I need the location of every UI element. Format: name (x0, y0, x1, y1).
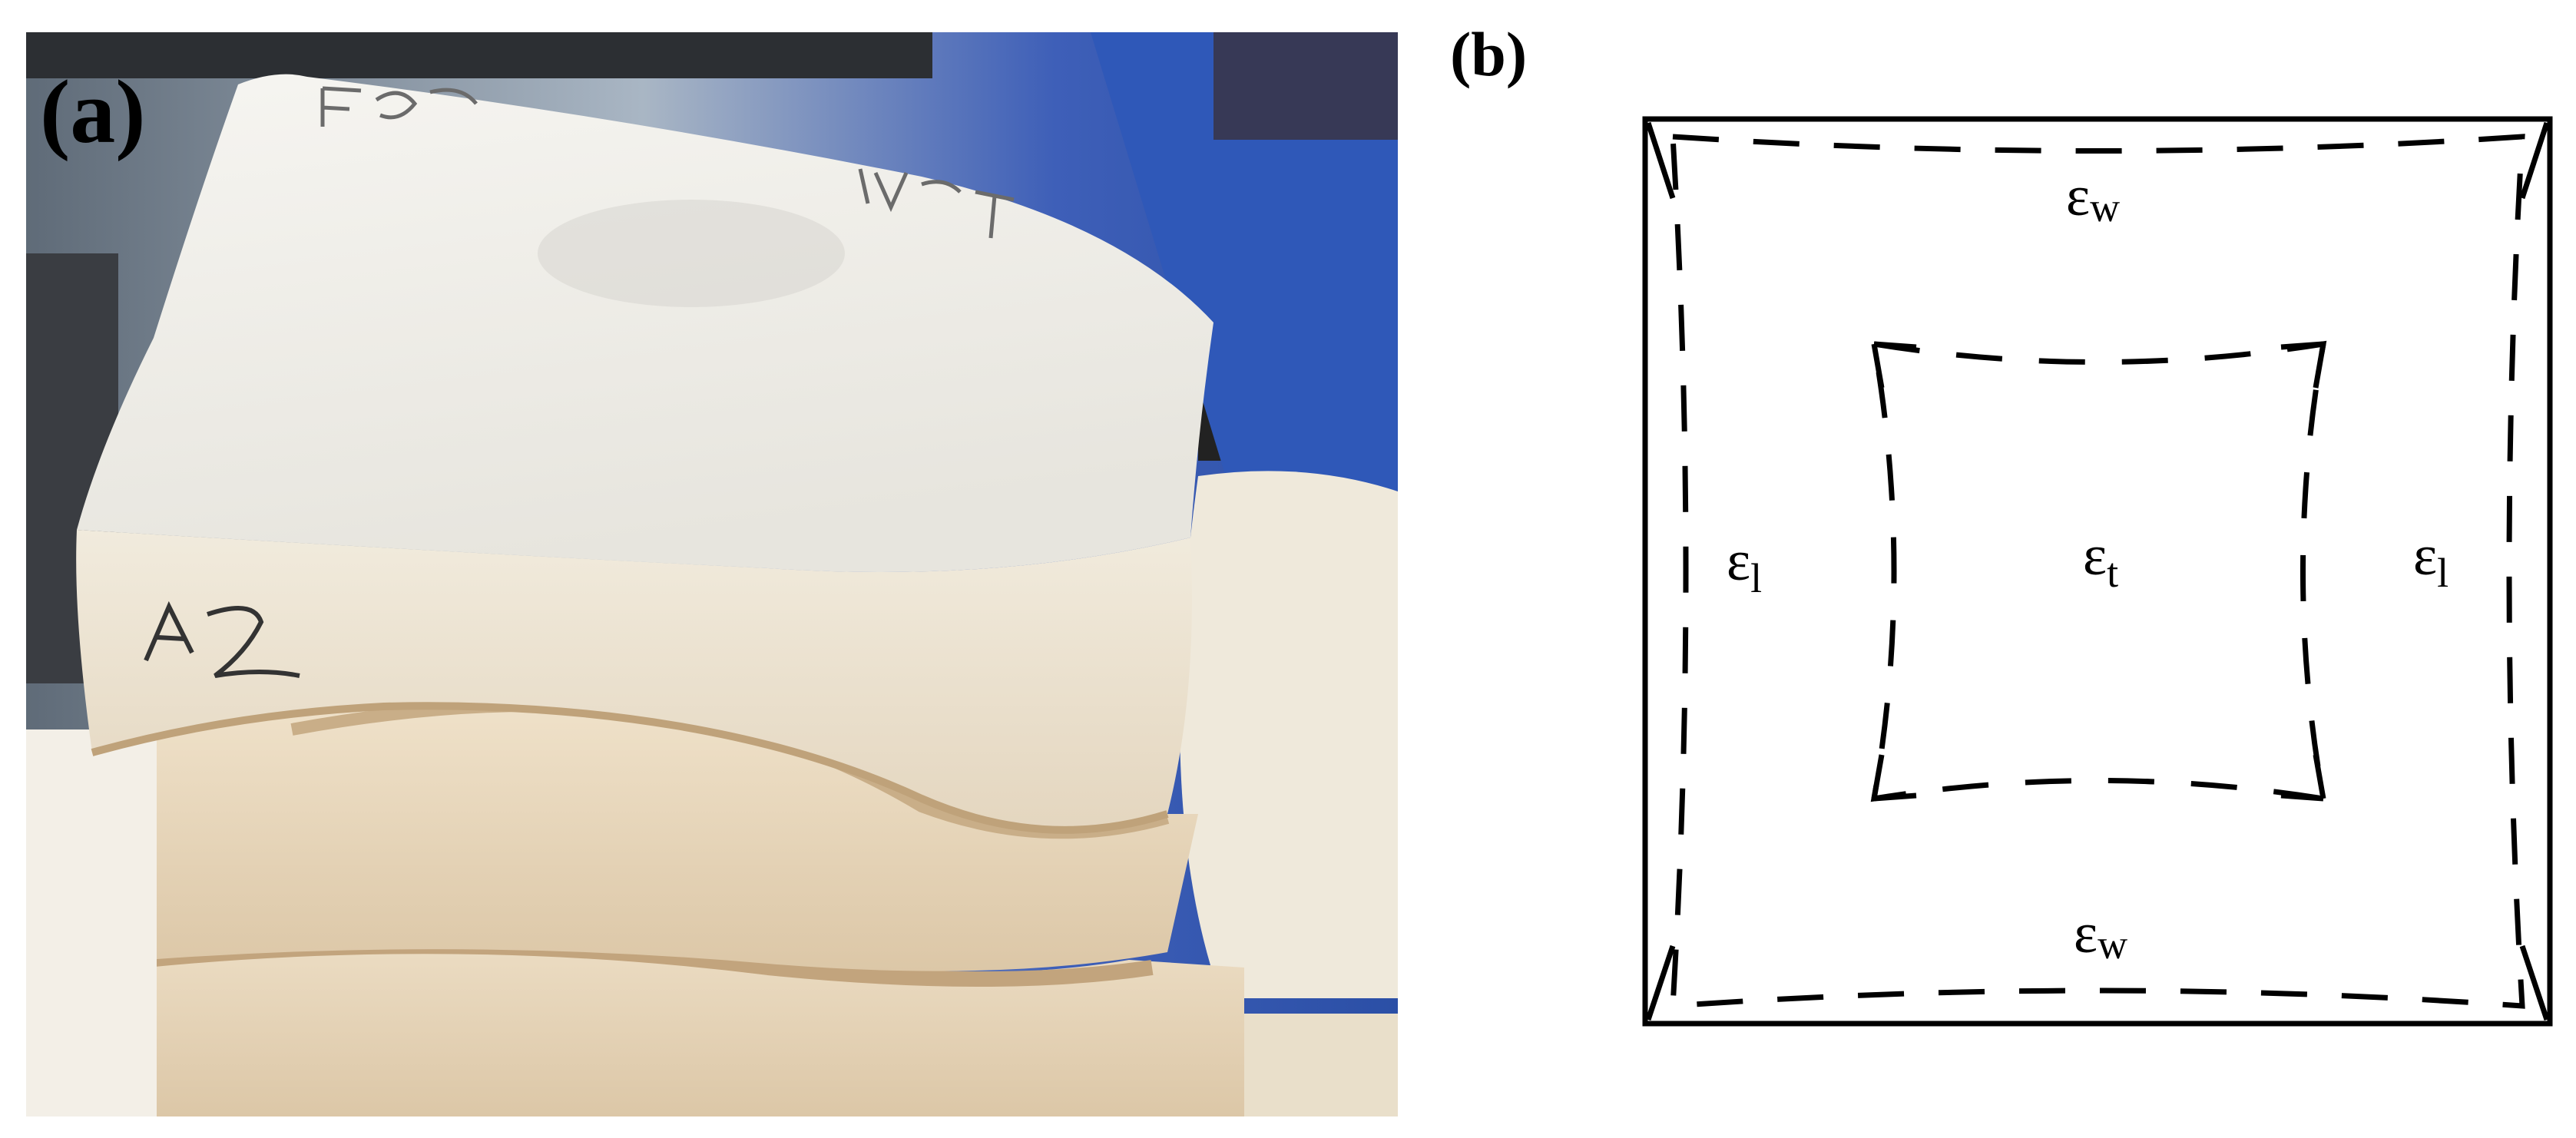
foam-top-slab-side (76, 530, 1193, 830)
corner-tick-bl (1645, 944, 1676, 1021)
photo-dark-right-top (1214, 32, 1398, 140)
inner-corner-tr (2280, 341, 2326, 389)
foam-slab-bottom (131, 906, 1244, 1116)
corner-tick-br (2519, 944, 2550, 1021)
foam-specimen-photo: (a) (26, 32, 1398, 1116)
label-eps-w-bottom: εw (2074, 902, 2127, 968)
handwriting-mark-top (320, 86, 478, 127)
label-eps-l-left: εl (1727, 530, 1762, 601)
inner-corner-tl (1871, 341, 1917, 389)
handwriting-mark-right (858, 168, 1015, 239)
handwriting-mark-side (144, 600, 300, 678)
panel-label-a: (a) (40, 61, 146, 162)
foam-top-slab-underside (91, 702, 1169, 834)
foam-left-edge (26, 729, 157, 1116)
corner-tick-tl (1645, 121, 1676, 200)
foam-smudge (538, 200, 845, 307)
label-eps-l-right: εl (2413, 524, 2449, 596)
foam-top-slab-face (77, 74, 1214, 572)
outer-square (1642, 116, 2553, 1027)
label-eps-t-center: εt (2083, 524, 2118, 596)
foam-block-right-bottom (1229, 1014, 1398, 1116)
panel-label-b: (b) (1450, 19, 1527, 89)
foam-block-right (1180, 471, 1398, 998)
inner-deformed-boundary (1870, 340, 2327, 802)
inner-corner-bl (1871, 754, 1917, 802)
label-eps-w-top: εw (2066, 165, 2120, 230)
outer-deformed-boundary (1670, 134, 2525, 1009)
corner-tick-tr (2519, 121, 2550, 200)
foam-slab-middle (146, 706, 1198, 971)
photo-dark-top (26, 32, 932, 78)
inner-corner-br (2280, 754, 2326, 802)
photo-blue-strip (1091, 32, 1398, 538)
